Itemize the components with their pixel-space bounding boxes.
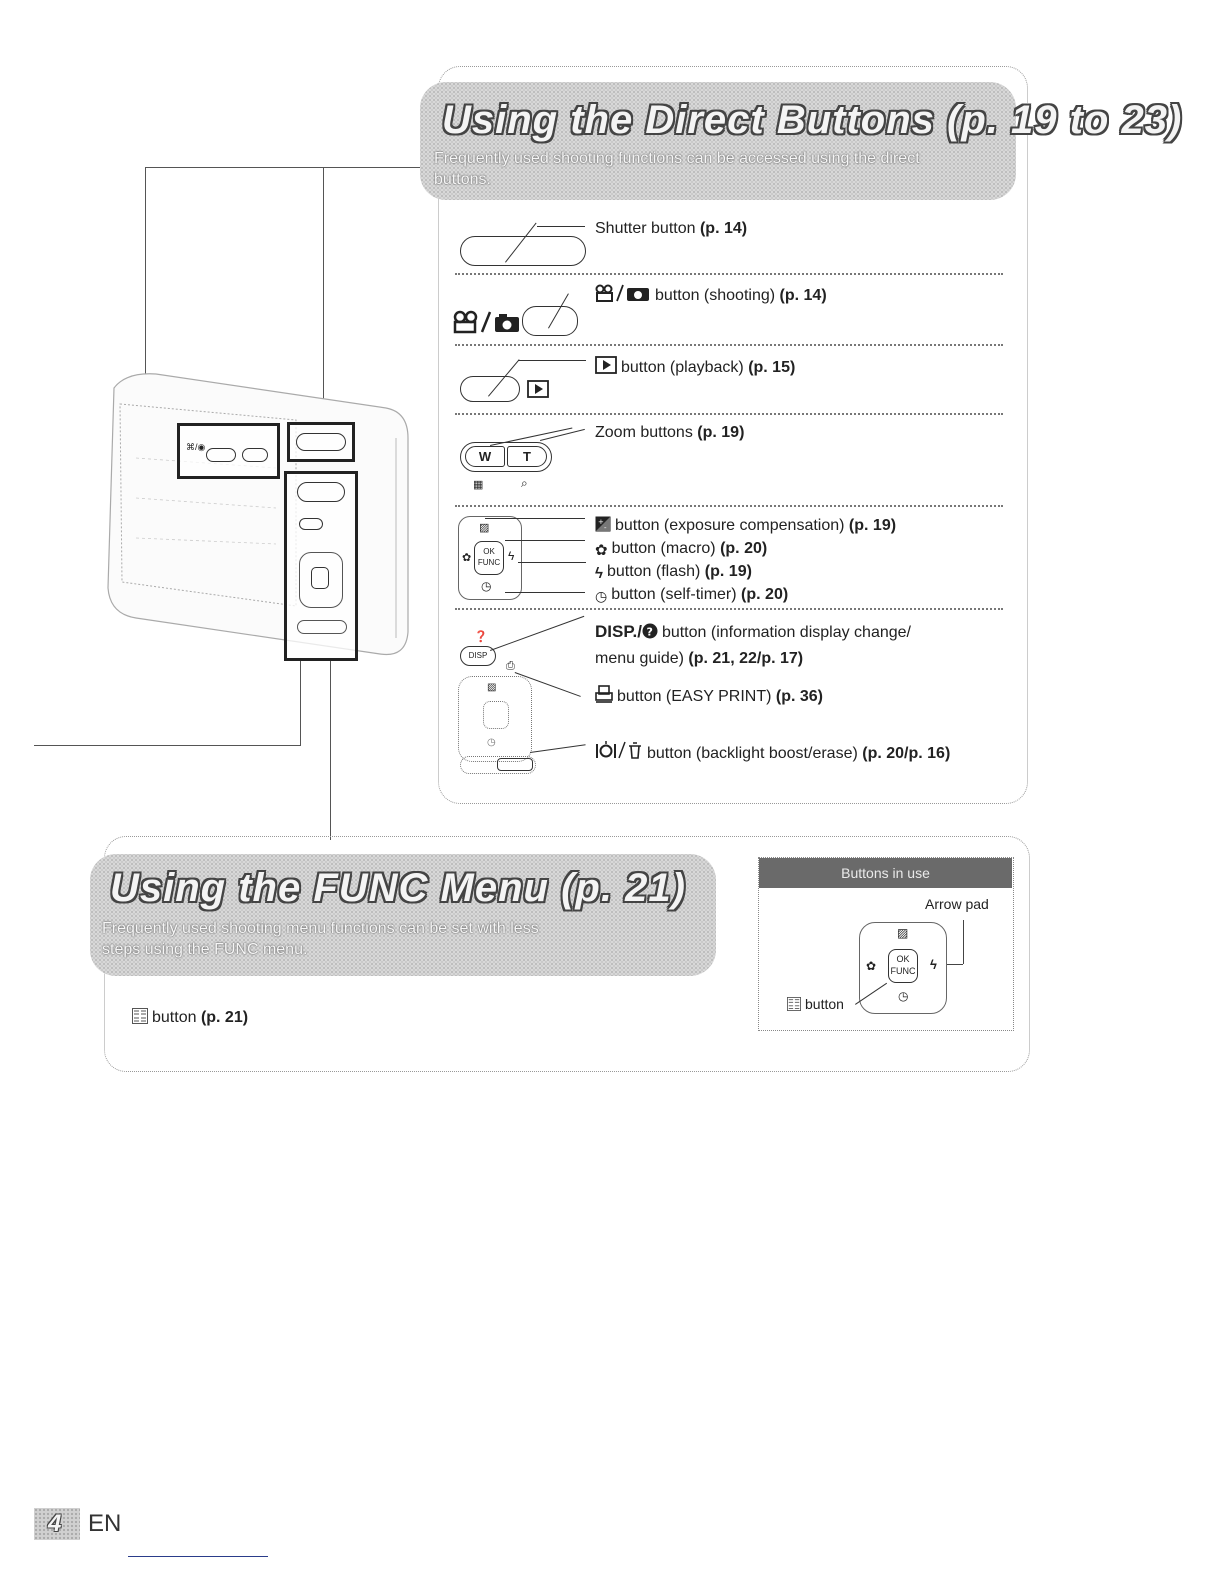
playback-button-label: button (playback) (p. 15)	[595, 356, 795, 379]
direct-buttons-subtitle: Frequently used shooting functions can b…	[434, 150, 920, 188]
page-number-badge: 4	[34, 1508, 80, 1540]
macro-flower-icon: ✿	[595, 542, 608, 559]
flash-icon: ϟ	[930, 957, 937, 972]
arrow-pad-caption: Arrow pad	[925, 896, 989, 912]
page-number: 4	[48, 1510, 62, 1537]
movie-camera-icon	[452, 310, 522, 339]
func-menu-banner: Using the FUNC Menu (p. 21) Frequently u…	[90, 854, 716, 976]
func-button-caption: button	[787, 996, 844, 1014]
direct-buttons-banner: Using the Direct Buttons (p. 19 to 23) F…	[420, 82, 1181, 200]
zoom-buttons-illustration: W T	[460, 442, 552, 472]
language-code: EN	[88, 1510, 122, 1537]
func-button-label: button (p. 21)	[132, 1008, 248, 1029]
movie-still-icon	[595, 284, 651, 307]
self-timer-button-label: ◷button (self-timer) (p. 20)	[595, 586, 789, 604]
zoom-buttons-label: Zoom buttons (p. 19)	[595, 424, 745, 441]
separator	[455, 273, 1003, 275]
shooting-button-label: button (shooting) (p. 14)	[595, 284, 827, 307]
flash-icon: ϟ	[595, 565, 603, 582]
svg-text:-: -	[604, 524, 607, 532]
playback-icon	[595, 356, 617, 379]
shutter-button-illustration	[460, 236, 586, 266]
disp-button-label: DISP./?button (information display chang…	[595, 622, 911, 667]
buttons-in-use-header: Buttons in use	[759, 858, 1012, 888]
separator	[455, 608, 1003, 610]
camera-back-buttons-highlight	[284, 471, 358, 661]
func-button-icon	[132, 1008, 148, 1029]
backlight-erase-button-label: button (backlight boost/erase) (p. 20/p.…	[595, 740, 950, 765]
self-timer-icon: ◷	[898, 989, 909, 1003]
camera-top-buttons-highlight: ⌘/◉	[177, 423, 280, 479]
tele-magnify-icon: ⌕	[521, 476, 528, 490]
easy-print-button-label: button (EASY PRINT) (p. 36)	[595, 685, 823, 708]
footer-rule	[128, 1556, 268, 1557]
separator	[455, 344, 1003, 346]
separator	[455, 413, 1003, 415]
erase-button-illustration	[460, 756, 536, 774]
print-icon-small: ⎙	[506, 660, 515, 672]
help-icon: ?	[642, 623, 658, 647]
macro-button-label: ✿button (macro) (p. 20)	[595, 540, 768, 559]
backlight-erase-icon	[595, 740, 643, 765]
arrow-pad-small-illustration: ▨ ◷	[458, 676, 532, 762]
camera-shutter-highlight	[287, 422, 355, 462]
shutter-button-label: Shutter button (p. 14)	[595, 220, 748, 237]
playback-button-illustration	[460, 376, 520, 402]
help-icon: ❓	[474, 631, 488, 643]
print-icon	[595, 685, 613, 708]
self-timer-icon: ◷	[595, 588, 608, 604]
func-button-icon	[787, 997, 801, 1014]
exposure-icon: +-	[595, 516, 611, 537]
exposure-button-label: +-button (exposure compensation) (p. 19)	[595, 516, 896, 537]
func-menu-subtitle: Frequently used shooting menu functions …	[102, 920, 539, 958]
exposure-icon: ▨	[897, 926, 909, 940]
direct-buttons-title: Using the Direct Buttons (p. 19 to 23)	[442, 98, 1183, 142]
playback-icon	[527, 380, 549, 403]
svg-text:?: ?	[646, 626, 652, 639]
camera-illustration	[96, 368, 416, 673]
disp-button-illustration: DISP	[460, 646, 496, 666]
svg-text:+: +	[598, 518, 604, 526]
direct-buttons-panel	[438, 66, 1028, 804]
func-menu-title: Using the FUNC Menu (p. 21)	[110, 866, 686, 910]
macro-icon: ✿	[866, 959, 877, 973]
separator	[455, 505, 1003, 507]
wide-icon: ▦	[473, 479, 484, 491]
